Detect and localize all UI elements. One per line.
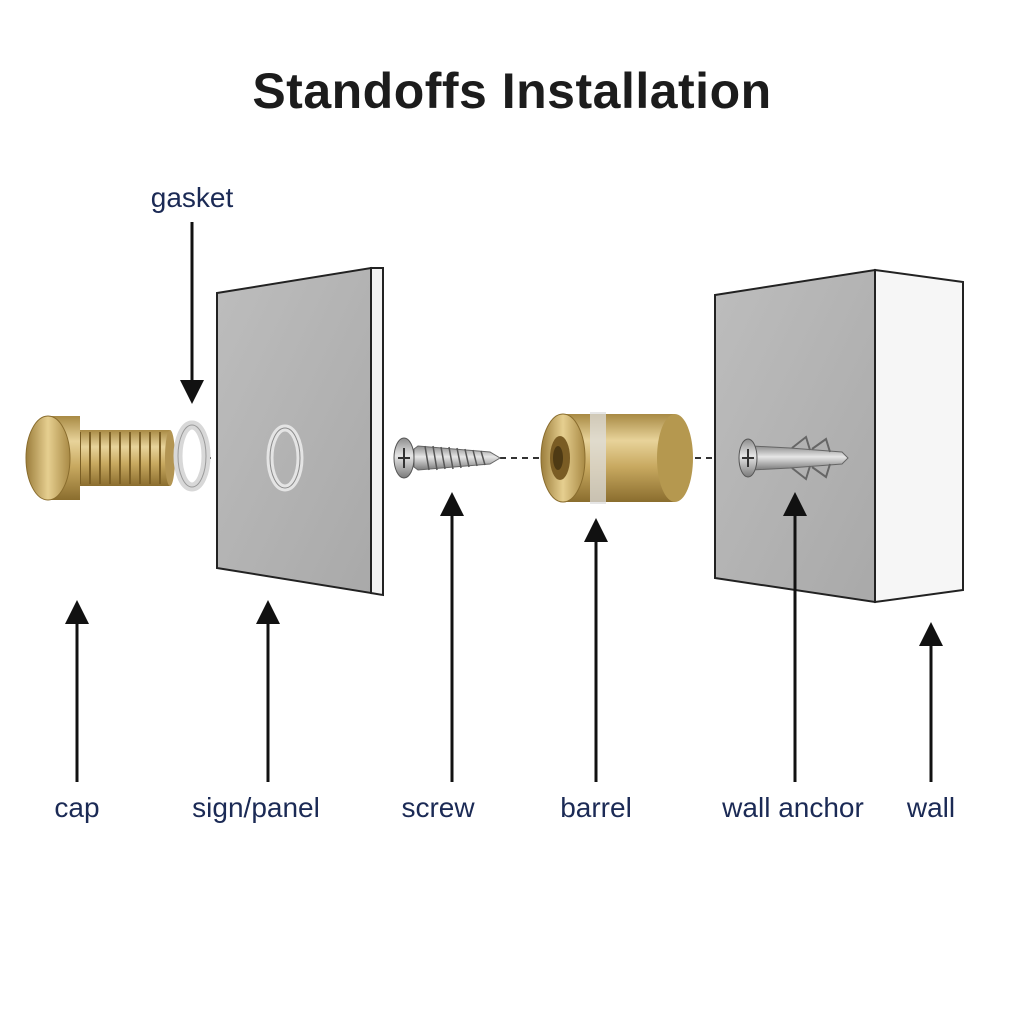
diagram-title: Standoffs Installation — [252, 63, 772, 119]
cap-label: cap — [54, 792, 100, 823]
gasket-part — [173, 420, 211, 492]
wall-anchor-part — [738, 435, 849, 481]
barrel-arrow — [584, 518, 608, 782]
gasket-label: gasket — [150, 182, 234, 213]
cap-part — [25, 415, 175, 501]
barrel-part — [540, 412, 693, 504]
screw-label: screw — [401, 792, 475, 823]
sign-panel-label: sign/panel — [192, 792, 320, 823]
sign-panel-part — [216, 266, 384, 597]
gasket-arrow — [180, 222, 204, 404]
sign-panel-arrow — [256, 600, 280, 782]
wall-arrow — [919, 622, 943, 782]
wall-label: wall — [906, 792, 956, 823]
wall-part — [714, 268, 964, 604]
barrel-label: barrel — [560, 792, 632, 823]
wall-anchor-arrow — [783, 492, 807, 782]
screw-part — [393, 437, 501, 479]
cap-arrow — [65, 600, 89, 782]
screw-arrow — [440, 492, 464, 782]
wall-anchor-label: wall anchor — [722, 792, 864, 823]
